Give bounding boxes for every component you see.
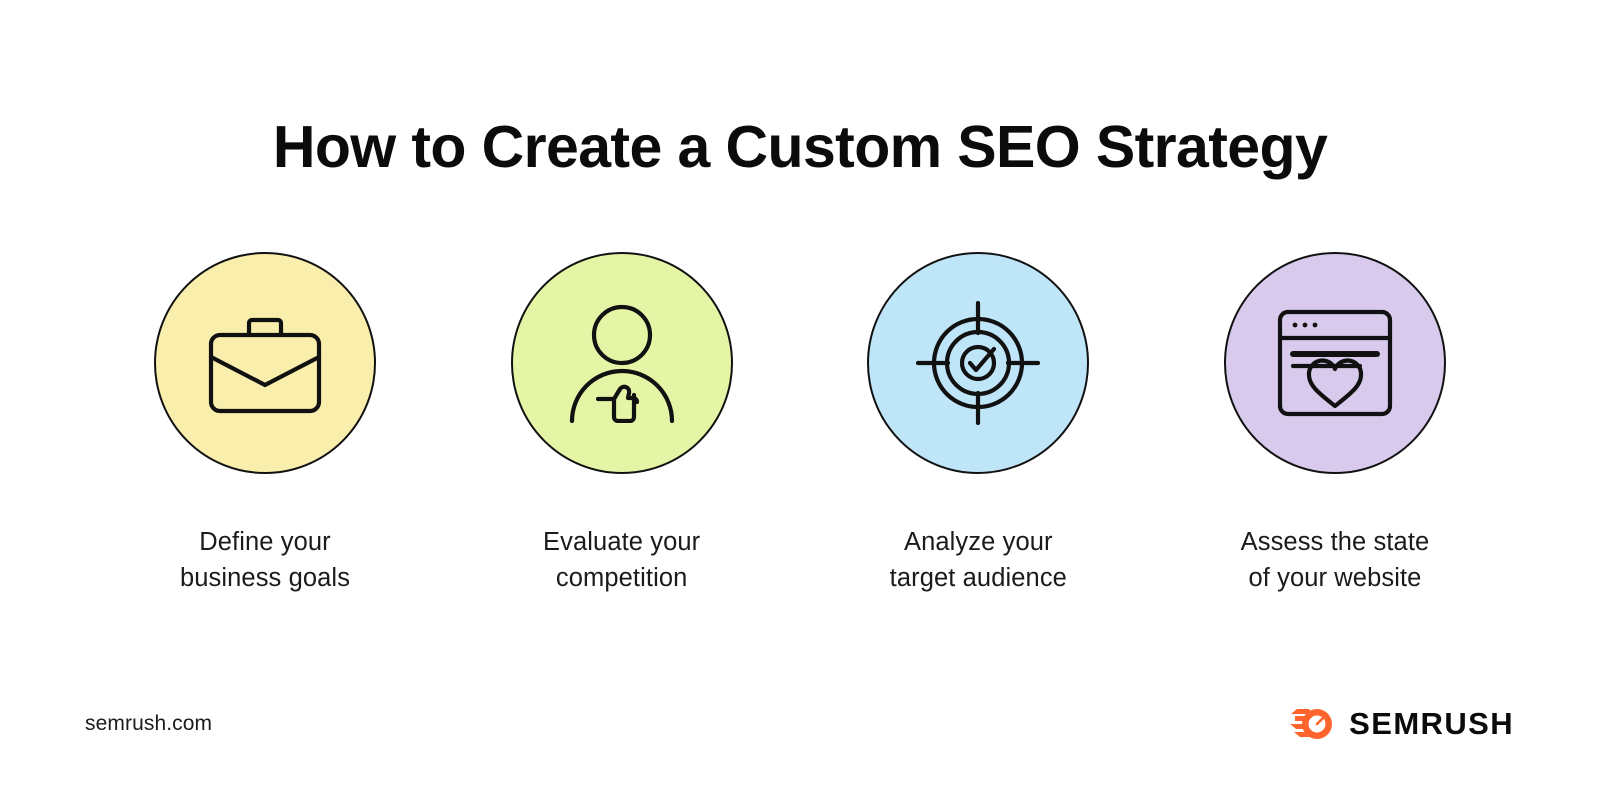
step-3-circle [867,252,1090,474]
step-3-label: Analyze your target audience [889,528,1067,593]
step-evaluate-competition: Evaluate your competition [449,252,795,596]
person-thumbs-up-icon [561,303,683,423]
steps-row: Define your business goals Evaluate your… [92,252,1508,596]
step-4-circle [1223,252,1446,474]
step-2-circle [510,252,733,474]
step-assess-website-state: Assess the state of your website [1162,252,1508,596]
footer-site-url: semrush.com [85,712,213,735]
page-title: How to Create a Custom SEO Strategy [272,113,1328,180]
browser-heart-icon [1276,308,1394,418]
target-check-icon [916,301,1041,425]
briefcase-icon [205,309,325,417]
step-analyze-target-audience: Analyze your target audience [805,252,1151,596]
semrush-comet-logo-icon [1289,706,1335,742]
step-2-label: Evaluate your competition [543,528,701,593]
step-define-business-goals: Define your business goals [92,252,438,596]
step-1-label: Define your business goals [179,528,351,593]
brand-logo: SEMRUSH [1289,706,1514,742]
brand-wordmark: SEMRUSH [1349,706,1514,741]
step-4-label: Assess the state of your website [1240,528,1430,593]
step-1-circle [154,252,376,474]
